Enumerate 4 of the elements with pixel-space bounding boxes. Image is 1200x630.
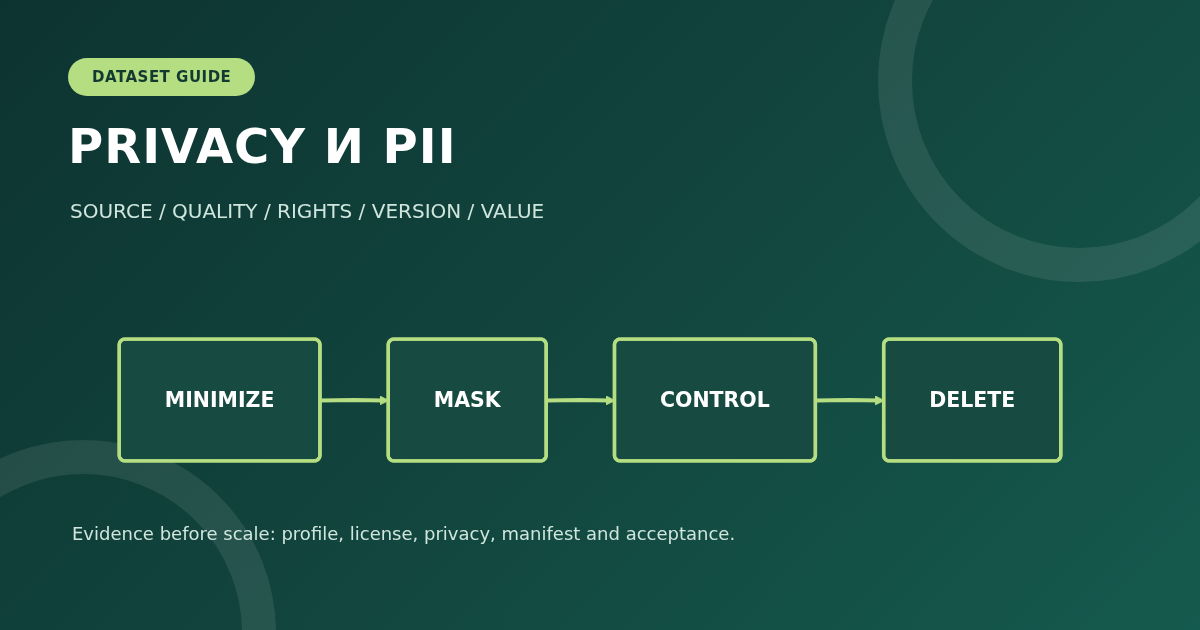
- category-badge: DATASET GUIDE: [68, 58, 256, 96]
- subtitle: SOURCE / QUALITY / RIGHTS / VERSION / VALUE: [70, 199, 545, 223]
- caption: Evidence before scale: profile, license, privacy, manifest and acceptance.: [72, 523, 736, 544]
- title: PRIVACY И PII: [68, 118, 457, 174]
